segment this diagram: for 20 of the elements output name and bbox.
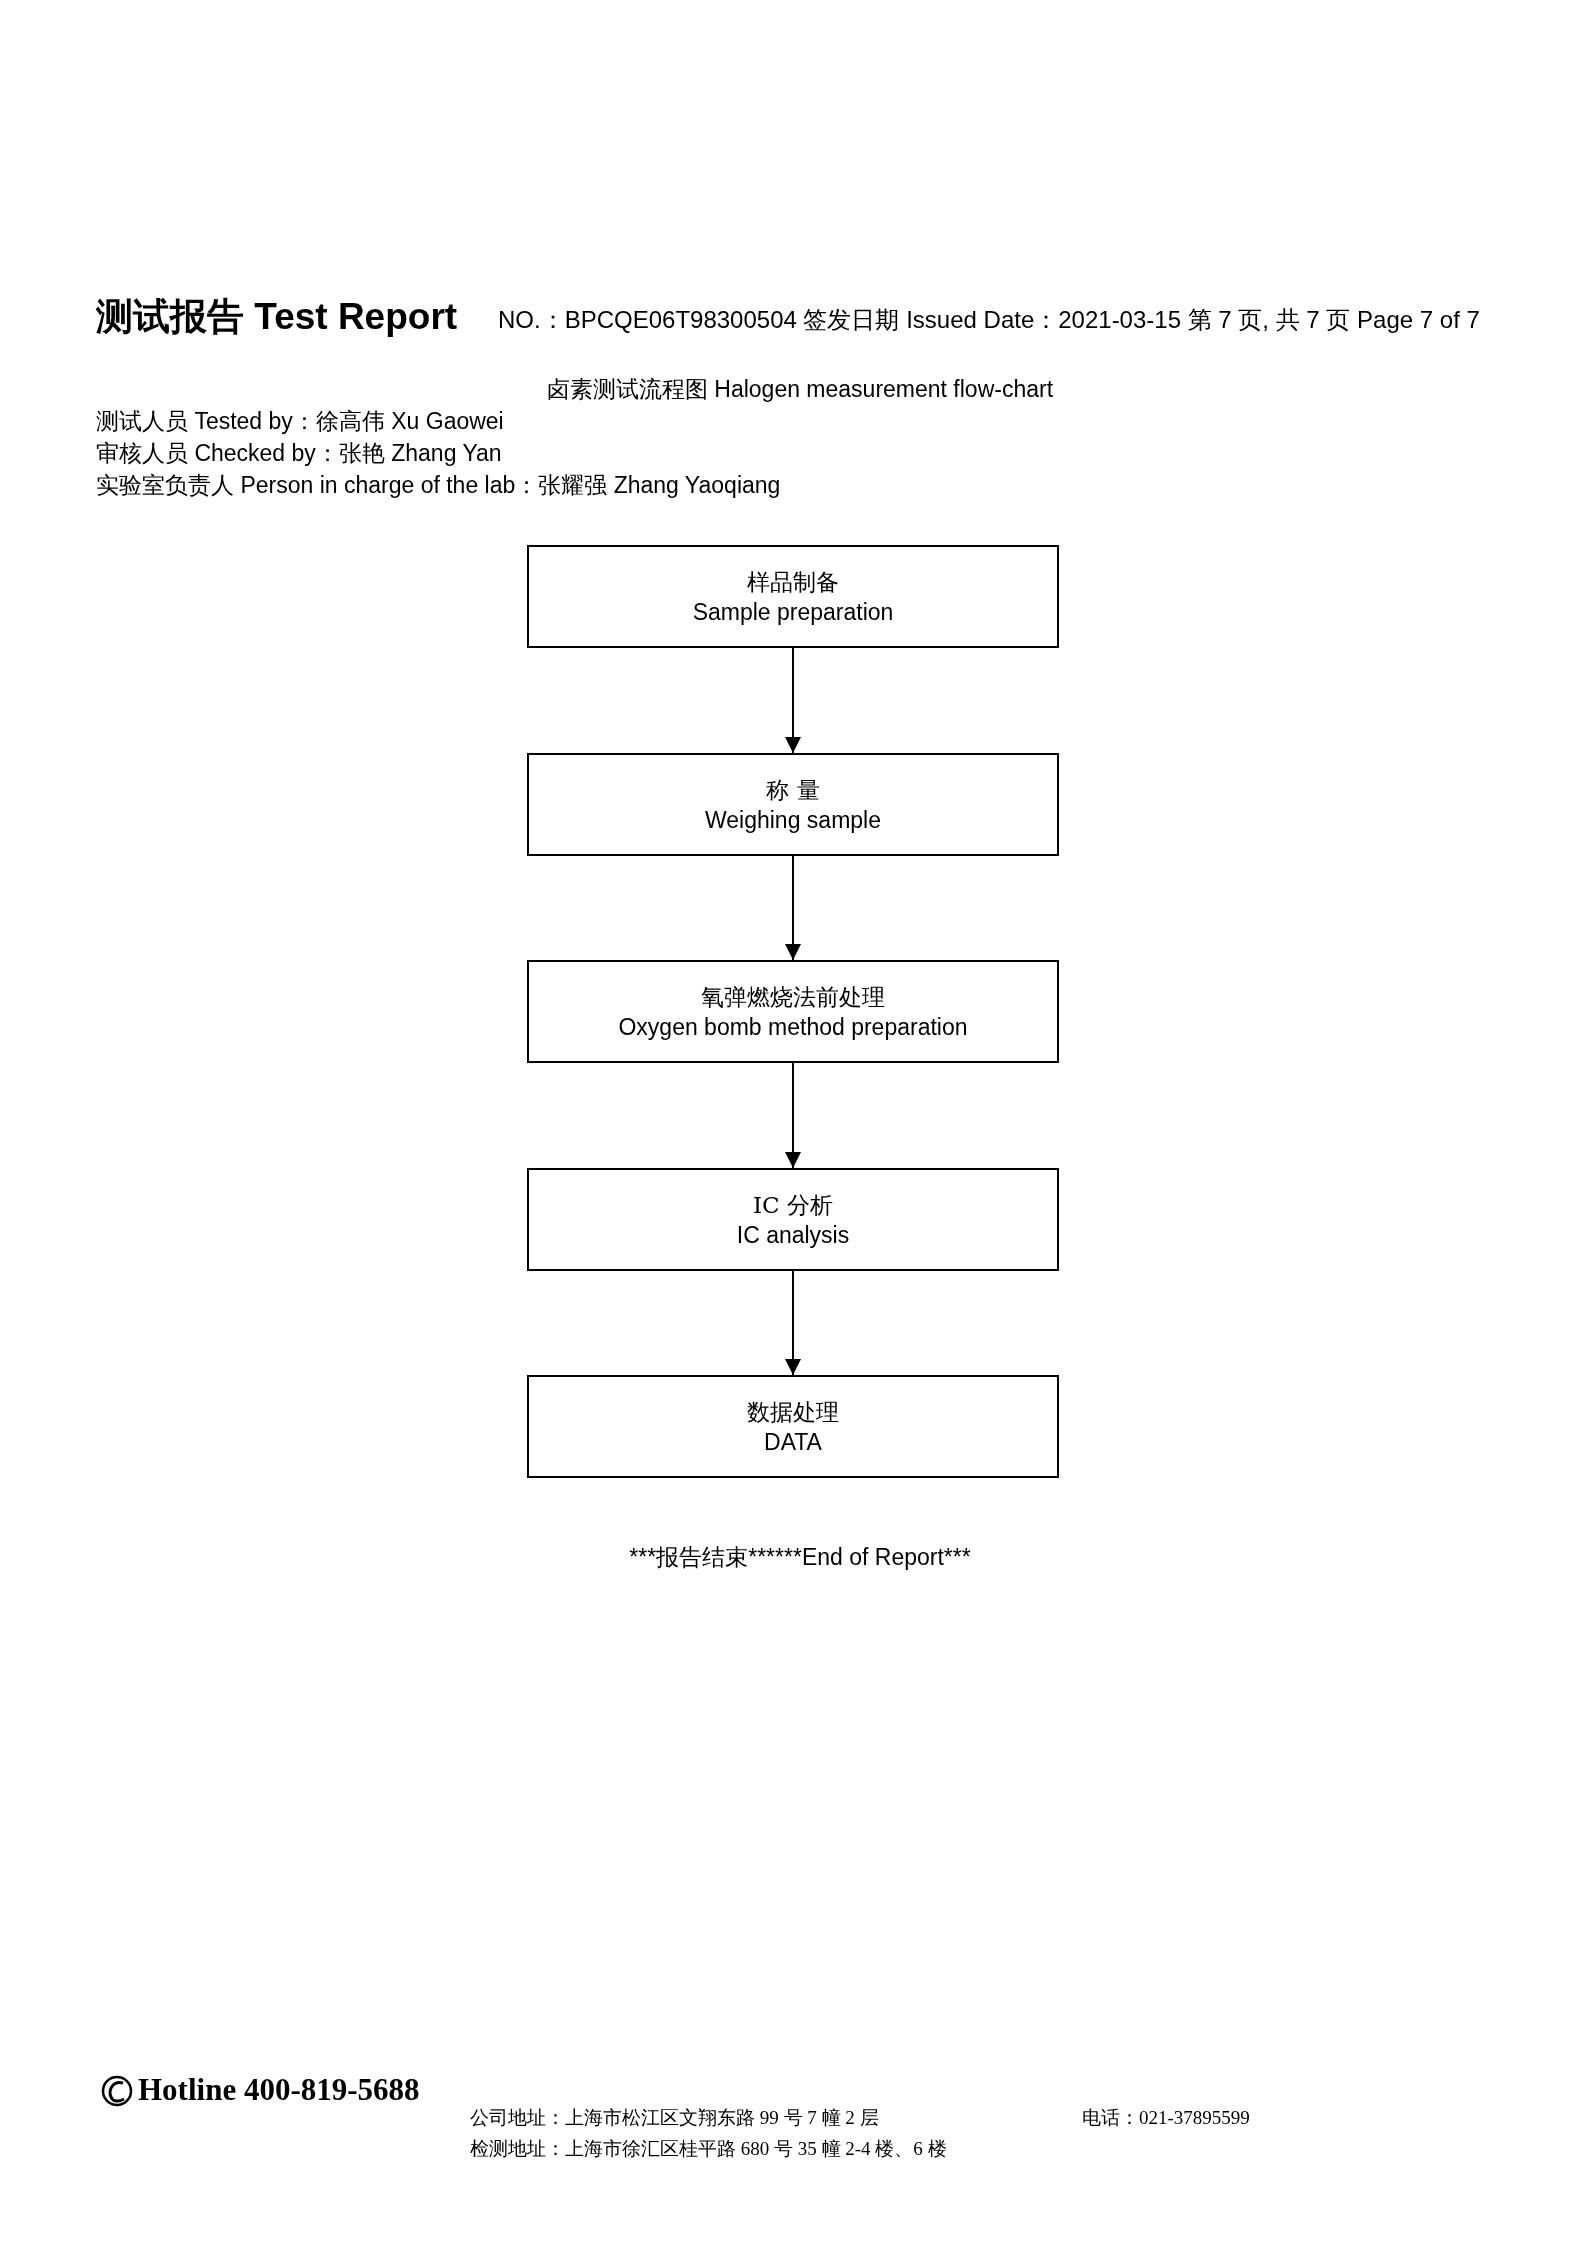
address-line: 检测地址：上海市徐汇区桂平路 680 号 35 幢 2-4 楼、6 楼 (470, 2137, 947, 2161)
address-line: 公司地址：上海市松江区文翔东路 99 号 7 幢 2 层 (470, 2106, 879, 2130)
phone-line: 电话：021-37895599 (1082, 2106, 1250, 2130)
lab-head-line: 实验室负责人 Person in charge of the lab：张耀强 Zhang Yaoqiang (96, 471, 781, 500)
checker-line: 审核人员 Checked by：张艳 Zhang Yan (96, 439, 502, 468)
process-box: 数据处理 DATA (527, 1375, 1059, 1478)
arrow (785, 855, 801, 961)
arrow (785, 1062, 801, 1169)
arrow (785, 647, 801, 754)
report-number: NO.：BPCQE06T98300504 签发日期 Issued Date：2021-03-15 第 7 页, 共 7 页 Page 7 of 7 (498, 305, 1480, 335)
process-box: 样品制备 Sample preparation (527, 545, 1059, 648)
process-box: 称 量 Weighing sample (527, 753, 1059, 856)
hotline-text: Hotline 400-819-5688 (138, 2072, 420, 2108)
arrow (785, 1270, 801, 1376)
chart-title: 卤素测试流程图 Halogen measurement flow-chart (545, 375, 1055, 404)
process-box: 氧弹燃烧法前处理 Oxygen bomb method preparation (527, 960, 1059, 1063)
process-box: IC 分析 IC analysis (527, 1168, 1059, 1271)
tester-line: 测试人员 Tested by：徐高伟 Xu Gaowei (96, 407, 504, 436)
report-heading: 测试报告 Test Report (96, 295, 458, 339)
end-of-report: ***报告结束******End of Report*** (628, 1543, 972, 1572)
